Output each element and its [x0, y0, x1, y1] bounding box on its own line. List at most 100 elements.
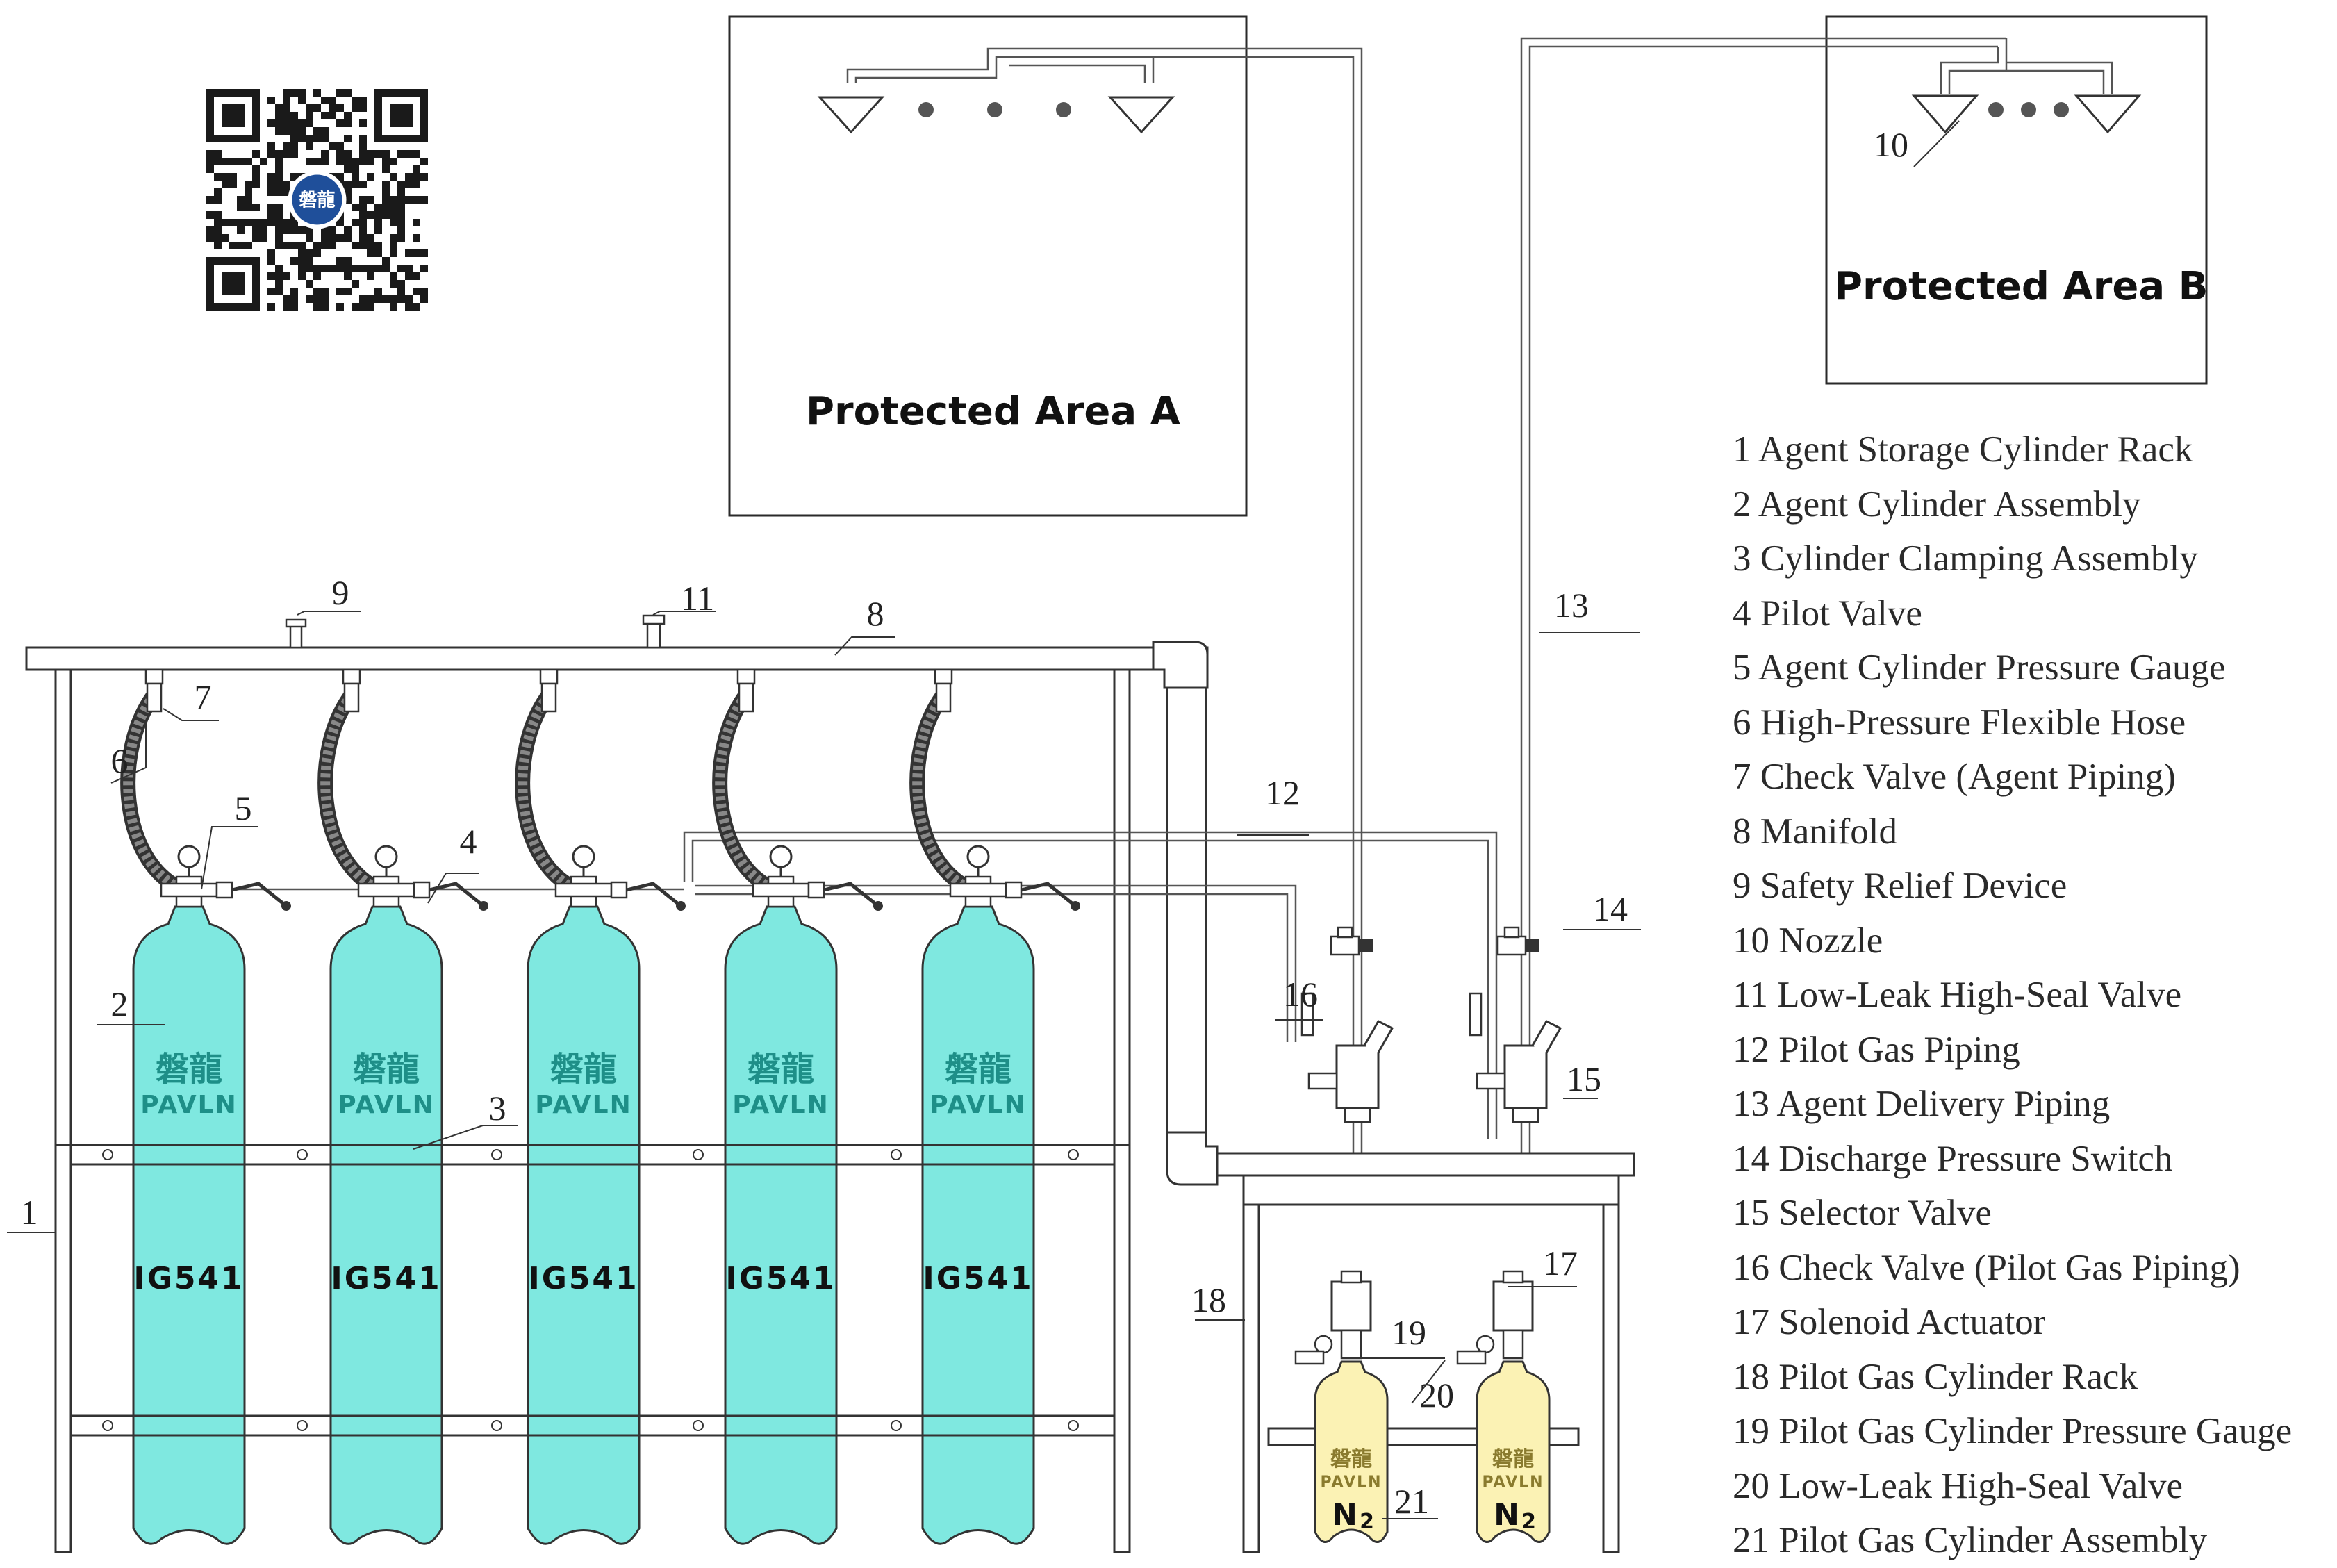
pressure-switch [1330, 926, 1373, 956]
callout-number: 21 [1394, 1482, 1429, 1521]
legend-item: 18 Pilot Gas Cylinder Rack [1733, 1356, 2138, 1397]
legend-item: 11 Low-Leak High-Seal Valve [1733, 975, 2182, 1015]
brand-cn-label: 磐龍 [550, 1050, 617, 1089]
selector-valve [1469, 992, 1562, 1123]
brand-cn-label: 磐龍 [156, 1050, 222, 1089]
legend-item: 6 High-Pressure Flexible Hose [1733, 702, 2186, 743]
nozzle-dots-b [1988, 102, 2069, 117]
legend-item: 9 Safety Relief Device [1733, 866, 2067, 906]
legend-item: 8 Manifold [1733, 811, 1897, 852]
brand-en-label: PAVLN [140, 1091, 237, 1119]
callout-number: 18 [1191, 1280, 1226, 1319]
gauge-icon [966, 845, 990, 877]
low-leak-valve [642, 614, 666, 649]
agent-label: IG541 [331, 1261, 441, 1296]
manifold-elbow [1152, 641, 1219, 1186]
brand-cn-label: 磐龍 [945, 1050, 1011, 1089]
pilot-gas-subscript: 2 [1521, 1510, 1538, 1534]
agent-label: IG541 [923, 1261, 1033, 1296]
brand-en-label: PAVLN [1320, 1474, 1382, 1491]
qr-code-icon: 磐龍 [206, 89, 428, 311]
legend-item: 17 Solenoid Actuator [1733, 1302, 2046, 1342]
callout-number: 5 [235, 789, 252, 827]
callout-number: 13 [1554, 586, 1589, 625]
legend-item: 4 Pilot Valve [1733, 593, 1922, 634]
legend-item: 5 Agent Cylinder Pressure Gauge [1733, 647, 2226, 688]
pilot-gas-label: N [1332, 1497, 1360, 1533]
agent-label: IG541 [133, 1261, 244, 1296]
callout-number: 10 [1874, 125, 1908, 164]
nozzle-dots-a [918, 102, 1071, 117]
brand-cn-label: 磐龍 [1330, 1447, 1372, 1471]
legend-item: 10 Nozzle [1733, 920, 1883, 961]
brand-en-label: PAVLN [1482, 1474, 1544, 1491]
nozzle-icon [1911, 94, 2142, 134]
legend-item: 7 Check Valve (Agent Piping) [1733, 757, 2176, 797]
brand-en-label: PAVLN [930, 1091, 1026, 1119]
legend-item: 19 Pilot Gas Cylinder Pressure Gauge [1733, 1411, 2293, 1451]
callout-number: 4 [460, 822, 477, 861]
gauge-icon [572, 845, 595, 877]
callout-number: 12 [1265, 773, 1300, 812]
legend-item: 20 Low-Leak High-Seal Valve [1733, 1465, 2183, 1506]
legend-item: 21 Pilot Gas Cylinder Assembly [1733, 1520, 2208, 1560]
svg-text:磐龍: 磐龍 [299, 190, 335, 211]
callout-number: 11 [681, 579, 714, 618]
pilot-gas-subscript: 2 [1360, 1510, 1376, 1534]
callout-number: 8 [867, 594, 884, 633]
brand-cn-label: 磐龍 [1492, 1447, 1534, 1471]
pilot-gas-label: N [1494, 1497, 1521, 1533]
leader-lines [7, 120, 1960, 1519]
callout-number: 19 [1392, 1313, 1426, 1352]
callout-number: 3 [489, 1089, 506, 1128]
pilot-gas-piping [201, 831, 1498, 1139]
callout-number: 1 [21, 1193, 38, 1232]
protected-area-a [728, 15, 1248, 517]
area-b-distribution-pipe [1520, 37, 2113, 1157]
safety-relief-device [285, 618, 307, 649]
callout-number: 17 [1543, 1244, 1578, 1282]
brand-en-label: PAVLN [338, 1091, 434, 1119]
brand-cn-label: 磐龍 [748, 1050, 814, 1089]
legend-item: 2 Agent Cylinder Assembly [1733, 484, 2141, 525]
agent-label: IG541 [528, 1261, 638, 1296]
legend-item: 3 Cylinder Clamping Assembly [1733, 538, 2198, 579]
callout-number: 7 [195, 677, 212, 716]
legend-item: 15 Selector Valve [1733, 1193, 1992, 1233]
component-legend: 1 Agent Storage Cylinder Rack 2 Agent Cyl… [1733, 422, 2292, 1568]
callout-number: 14 [1593, 889, 1628, 928]
callout-number: 15 [1567, 1059, 1601, 1098]
callout-number: 20 [1419, 1376, 1454, 1414]
protected-area-b [1825, 15, 2208, 385]
callout-number: 16 [1283, 975, 1318, 1014]
callout-number: 9 [332, 573, 349, 612]
pressure-switch [1496, 926, 1539, 956]
area-a-title: Protected Area A [806, 389, 1180, 434]
legend-item: 12 Pilot Gas Piping [1733, 1029, 2020, 1070]
agent-label: IG541 [725, 1261, 836, 1296]
callout-number: 2 [111, 984, 129, 1023]
brand-cn-label: 磐龍 [353, 1050, 420, 1089]
brand-en-label: PAVLN [732, 1091, 829, 1119]
legend-item: 14 Discharge Pressure Switch [1733, 1138, 2173, 1179]
area-a-distribution-pipe [846, 47, 1363, 1157]
gauge-icon [769, 845, 793, 877]
legend-item: 16 Check Valve (Pilot Gas Piping) [1733, 1247, 2240, 1288]
legend-item: 13 Agent Delivery Piping [1733, 1084, 2111, 1124]
nozzle-icon [817, 96, 1175, 134]
legend-item: 1 Agent Storage Cylinder Rack [1733, 429, 2193, 470]
gauge-icon [374, 845, 398, 877]
gauge-icon [177, 845, 201, 877]
area-b-title: Protected Area B [1834, 264, 2208, 309]
callout-number: 6 [111, 741, 129, 780]
selector-valve [1300, 992, 1394, 1123]
brand-en-label: PAVLN [535, 1091, 631, 1119]
